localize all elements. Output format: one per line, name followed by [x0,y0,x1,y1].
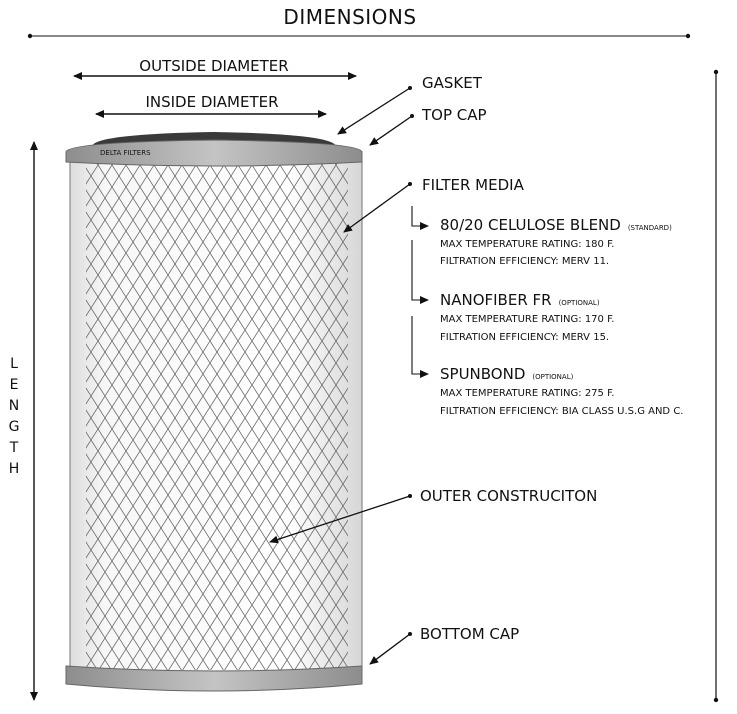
title-rule-dot-left [27,33,33,39]
bottom-cap-leader [369,633,411,665]
media-option-1-tag: (STANDARD) [628,224,672,232]
media-option-1-efficiency: FILTRATION EFFICIENCY: MERV 11. [440,256,609,267]
gasket-label: GASKET [422,74,483,92]
media-option-2-heading: NANOFIBER FR (OPTIONAL) [440,291,600,309]
diagram-title: DIMENSIONS [283,5,416,29]
outer-construction-leader [269,495,411,544]
media-option-2-efficiency: FILTRATION EFFICIENCY: MERV 15. [440,332,609,343]
media-option-2-name: NANOFIBER FR [440,291,552,309]
gasket-leader-dot [408,86,412,90]
inside-diameter-label: INSIDE DIAMETER [145,93,278,111]
media-option-1-heading: 80/20 CELULOSE BLEND (STANDARD) [440,216,672,234]
media-option-2-temp: MAX TEMPERATURE RATING: 170 F. [440,314,614,325]
right-length-dot-bottom [713,697,719,703]
bottom-cap-leader-dot [408,632,412,636]
bottom-cap-ring [65,665,363,692]
option-2-bracket [411,240,429,304]
media-option-3-heading: SPUNBOND (OPTIONAL) [440,365,574,383]
top-cap-leader [369,115,413,146]
media-option-3-efficiency: FILTRATION EFFICIENCY: BIA CLASS U.S.G A… [440,406,683,417]
outer-construction-leader-dot [408,494,412,498]
filter-media-label: FILTER MEDIA [422,176,525,194]
filter-cartridge: DELTA FILTERS [65,132,363,692]
media-option-2-tag: (OPTIONAL) [559,299,600,307]
option-3-bracket [411,316,429,378]
option-1-bracket [411,206,429,230]
filter-media-leader-dot [408,182,412,186]
media-option-1-name: 80/20 CELULOSE BLEND [440,216,621,234]
media-option-3-temp: MAX TEMPERATURE RATING: 275 F. [440,388,614,399]
media-option-3-tag: (OPTIONAL) [532,373,573,381]
title-rule-dot-right [685,33,691,39]
bottom-cap-label: BOTTOM CAP [420,625,519,643]
outside-diameter-label: OUTSIDE DIAMETER [139,57,288,75]
top-cap-label: TOP CAP [421,106,487,124]
media-option-3-name: SPUNBOND [440,365,525,383]
top-cap-ring [65,139,363,167]
gasket-leader [337,87,411,135]
right-length-dot-top [713,69,719,75]
filter-mesh [86,158,348,670]
top-cap-leader-dot [410,114,414,118]
media-option-1-temp: MAX TEMPERATURE RATING: 180 F. [440,239,614,250]
filter-media-leader [343,183,411,233]
cap-brand-text: DELTA FILTERS [100,149,151,157]
outer-construction-label: OUTER CONSTRUCITON [420,487,597,505]
